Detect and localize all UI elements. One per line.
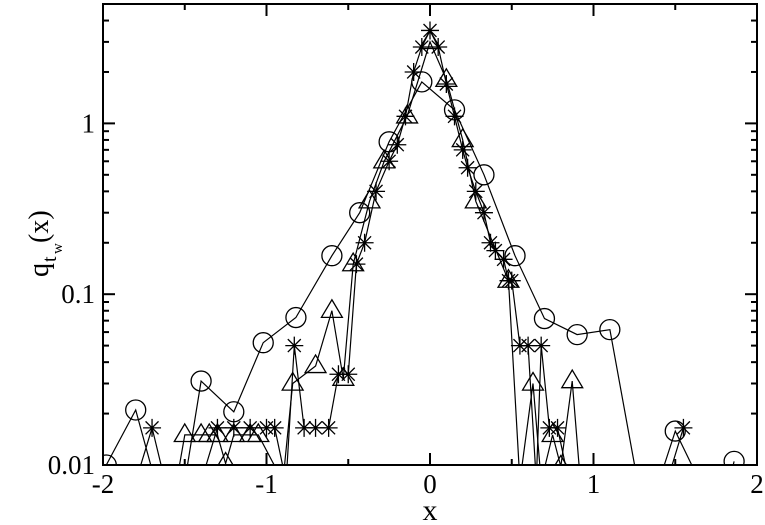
star-marker: [404, 62, 423, 81]
star-marker: [437, 75, 456, 94]
star-marker: [486, 241, 505, 260]
circle-marker: [103, 454, 117, 465]
series-triangle: [173, 29, 584, 465]
star-marker: [519, 336, 538, 355]
circle-marker: [473, 164, 495, 186]
y-axis-label-main: q: [24, 263, 55, 277]
star-marker: [329, 365, 348, 384]
circle-marker: [125, 399, 147, 421]
circle-marker: [723, 450, 745, 465]
star-marker: [355, 233, 374, 252]
triangle-marker: [464, 188, 488, 209]
star-marker: [306, 418, 325, 437]
star-marker: [143, 418, 162, 437]
x-tick-label: 2: [750, 469, 764, 499]
star-marker: [339, 365, 358, 384]
circle-marker: [349, 202, 371, 224]
circle-marker: [599, 319, 621, 341]
y-axis-label-arg: (x): [24, 210, 55, 243]
x-axis-label: x: [423, 494, 438, 525]
plot-frame: [102, 3, 758, 466]
star-marker: [285, 336, 304, 355]
x-tick-label: -1: [255, 469, 278, 499]
triangle-marker: [395, 104, 419, 124]
circle-marker: [664, 420, 686, 442]
star-marker: [494, 250, 513, 269]
star-marker: [224, 418, 243, 437]
series-line-triangle: [178, 40, 580, 465]
star-marker: [458, 158, 477, 177]
y-axis-label-subsub: w: [50, 243, 66, 254]
x-tick-label: -2: [92, 469, 115, 499]
triangle-marker: [320, 298, 344, 318]
star-marker: [388, 135, 407, 154]
y-axis-label: q t w (x): [24, 210, 66, 277]
star-marker: [265, 418, 284, 437]
circle-marker: [252, 332, 274, 354]
triangle-marker: [303, 353, 328, 374]
y-axis-label-sub: t: [39, 256, 61, 262]
star-marker: [319, 418, 338, 437]
y-tick-label: 0.01: [48, 450, 95, 480]
circle-marker: [321, 245, 343, 267]
star-marker: [208, 418, 227, 437]
star-marker: [295, 418, 314, 437]
x-tick-label: 1: [587, 469, 601, 499]
star-marker: [421, 21, 439, 40]
triangle-marker: [217, 451, 234, 465]
triangle-marker: [560, 368, 584, 389]
series-line-star: [140, 29, 684, 465]
star-marker: [380, 152, 399, 171]
triangle-marker: [246, 422, 270, 443]
star-marker: [481, 233, 500, 252]
circle-marker: [533, 307, 556, 330]
star-marker: [241, 418, 260, 437]
series-circle: [103, 71, 745, 465]
x-tick-label: 0: [423, 469, 437, 499]
star-marker: [347, 255, 366, 274]
star-marker: [532, 336, 551, 355]
star-marker: [396, 107, 415, 126]
circle-marker: [504, 245, 526, 267]
circle-marker: [285, 306, 307, 329]
triangle-marker: [521, 371, 545, 391]
star-marker: [445, 107, 464, 126]
series-star: [140, 21, 693, 465]
triangle-marker: [173, 422, 197, 443]
triangle-marker: [281, 371, 305, 391]
series-clip-group: [103, 21, 745, 465]
star-marker: [548, 418, 567, 437]
y-tick-label: 0.1: [61, 279, 95, 309]
y-tick-label: 1: [82, 108, 96, 138]
axes-layer: -2 -1 0 1 2 0.01 0.1 1: [48, 3, 764, 499]
star-marker: [412, 38, 431, 57]
star-marker: [367, 182, 386, 201]
star-marker: [502, 271, 521, 290]
star-marker: [474, 203, 493, 222]
star-marker: [453, 140, 472, 159]
series-line-circle: [105, 80, 735, 465]
circle-marker: [190, 370, 212, 392]
star-marker: [466, 182, 485, 201]
circle-marker: [566, 323, 588, 346]
series-layer: [103, 21, 745, 465]
star-marker: [429, 38, 448, 57]
star-marker: [674, 418, 693, 437]
